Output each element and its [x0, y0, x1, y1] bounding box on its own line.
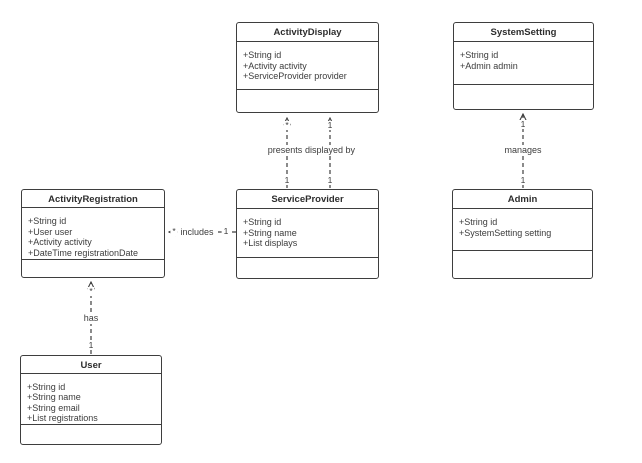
multiplicity-manages-target: 1	[518, 119, 528, 129]
class-box-activity-registration[interactable]: ActivityRegistration +String id +User us…	[21, 189, 165, 278]
class-box-system-setting[interactable]: SystemSetting +String id +Admin admin	[453, 22, 594, 110]
edge-label-has: has	[80, 313, 102, 324]
attribute: +SystemSetting setting	[459, 227, 552, 238]
class-name: User	[21, 356, 161, 374]
class-attributes: +String id +Admin admin	[454, 42, 593, 85]
multiplicity-manages-source: 1	[518, 175, 528, 185]
multiplicity-has-target: *	[87, 286, 95, 296]
class-box-admin[interactable]: Admin +String id +SystemSetting setting	[452, 189, 593, 279]
class-methods-empty	[21, 425, 161, 444]
attribute: +String name	[243, 227, 297, 238]
class-attributes: +String id +User user +Activity activity…	[22, 208, 164, 260]
class-attributes: +String id +String name +List displays	[237, 209, 378, 258]
class-methods-empty	[22, 260, 164, 277]
class-box-activity-display[interactable]: ActivityDisplay +String id +Activity act…	[236, 22, 379, 113]
attribute: +String name	[27, 392, 81, 403]
class-name: SystemSetting	[454, 23, 593, 42]
multiplicity-presents-target: *	[283, 120, 291, 130]
class-name: ActivityDisplay	[237, 23, 378, 42]
edge-label-includes: includes	[177, 227, 217, 238]
class-box-service-provider[interactable]: ServiceProvider +String id +String name …	[236, 189, 379, 279]
attribute: +List displays	[243, 238, 298, 248]
class-methods-empty	[453, 251, 592, 278]
class-box-user[interactable]: User +String id +String name +String ema…	[20, 355, 162, 445]
edge-label-displayed-by: displayed by	[301, 145, 359, 156]
attribute: +Activity activity	[243, 60, 307, 71]
attribute: +User user	[28, 226, 73, 237]
multiplicity-displayed-by-target: 1	[325, 120, 335, 130]
class-attributes: +String id +String name +String email +L…	[21, 374, 161, 425]
attribute: +String id	[459, 217, 498, 227]
class-name: Admin	[453, 190, 592, 209]
attribute: +DateTime registrationDate	[28, 247, 138, 258]
class-methods-empty	[237, 90, 378, 112]
attribute: +String id	[243, 50, 282, 60]
multiplicity-includes-source: 1	[221, 226, 231, 236]
attribute: +List registrations	[27, 413, 98, 424]
edge-label-manages: manages	[501, 145, 545, 156]
class-name: ActivityRegistration	[22, 190, 164, 209]
edge-label-presents: presents	[264, 145, 306, 156]
attribute: +String id	[28, 216, 67, 227]
class-attributes: +String id +Activity activity +ServicePr…	[237, 42, 378, 90]
multiplicity-has-source: 1	[86, 340, 96, 350]
attribute: +String email	[27, 402, 80, 413]
class-name: ServiceProvider	[237, 190, 378, 209]
attribute: +Admin admin	[460, 60, 518, 71]
class-methods-empty	[237, 258, 378, 278]
class-attributes: +String id +SystemSetting setting	[453, 209, 592, 251]
attribute: +String id	[243, 217, 282, 227]
attribute: +ServiceProvider provider	[243, 71, 347, 81]
multiplicity-presents-source: 1	[282, 175, 292, 185]
attribute: +Activity activity	[28, 237, 92, 248]
attribute: +String id	[27, 381, 66, 392]
class-methods-empty	[454, 85, 593, 109]
attribute: +String id	[460, 50, 499, 60]
multiplicity-displayed-by-source: 1	[325, 175, 335, 185]
multiplicity-includes-target: *	[170, 226, 178, 236]
